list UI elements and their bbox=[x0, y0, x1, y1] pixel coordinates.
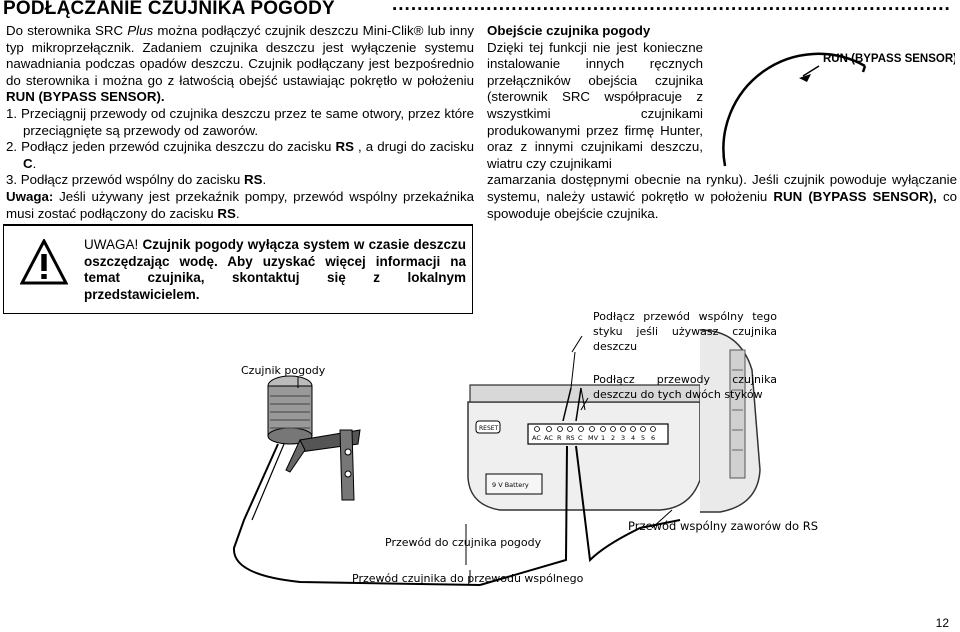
dial-label: RUN (BYPASS SENSOR) bbox=[823, 53, 955, 65]
svg-text:MV: MV bbox=[588, 434, 599, 442]
label-connect-two-pins: Podłącz przewody czujnika deszczu do tyc… bbox=[593, 373, 777, 401]
label-sensor: Czujnik pogody bbox=[241, 364, 326, 377]
label-common-rs: Przewód wspólny zaworów do RS bbox=[628, 519, 819, 533]
step-2: 2. Podłącz jeden przewód czujnika deszcz… bbox=[6, 139, 474, 171]
label-common-to-pin: Podłącz przewód wspólny tego styku jeśli… bbox=[593, 310, 777, 353]
dial-pointer-line bbox=[802, 65, 820, 77]
bypass-paragraph-wide: zamarzania dostępnymi obecnie na rynku).… bbox=[487, 172, 957, 221]
bypass-heading: Obejście czujnika pogody bbox=[487, 23, 651, 38]
svg-text:C: C bbox=[578, 434, 583, 442]
bypass-dial-illustration: RUN (BYPASS SENSOR) bbox=[722, 52, 955, 167]
bypass-paragraph-narrow: Dzięki tej funkcji nie jest konieczne in… bbox=[487, 39, 703, 171]
warning-icon bbox=[20, 239, 68, 285]
svg-text:6: 6 bbox=[651, 434, 655, 442]
svg-text:1: 1 bbox=[601, 434, 605, 442]
warning-box bbox=[3, 224, 473, 314]
label-sensor-wire: Przewód do czujnika pogody bbox=[385, 536, 542, 549]
svg-text:AC: AC bbox=[532, 434, 541, 442]
page-title: PODŁĄCZANIE CZUJNIKA POGODY bbox=[3, 0, 335, 19]
rain-sensor-illustration bbox=[267, 375, 361, 501]
step-1: 1. Przeciągnij przewody od czujnika desz… bbox=[6, 105, 474, 138]
svg-text:5: 5 bbox=[641, 434, 645, 442]
svg-text:RS: RS bbox=[566, 434, 575, 442]
svg-text:AC: AC bbox=[544, 434, 553, 442]
svg-text:9 V Battery: 9 V Battery bbox=[492, 481, 529, 489]
rs-lead bbox=[562, 387, 572, 422]
sensor-wire bbox=[232, 443, 481, 586]
svg-text:RESET: RESET bbox=[479, 425, 499, 432]
svg-text:2: 2 bbox=[611, 434, 615, 442]
title-leader-dots: ........................................… bbox=[392, 0, 952, 15]
step-3: 3. Podłącz przewód wspólny do zacisku RS… bbox=[6, 172, 267, 188]
dial-arc bbox=[722, 52, 866, 167]
sensor-lead-wire bbox=[575, 445, 681, 563]
warning-text: UWAGA! Czujnik pogody wyłącza system w c… bbox=[84, 237, 467, 302]
common-wire bbox=[479, 445, 568, 586]
dial-pointer-arrow bbox=[799, 74, 811, 82]
battery bbox=[485, 473, 543, 495]
svg-text:3: 3 bbox=[621, 434, 625, 442]
c-lead bbox=[575, 387, 582, 422]
reset-button bbox=[475, 420, 501, 434]
page-number: 12 bbox=[935, 616, 949, 630]
right-column: Obejście czujnika pogody Dzięki tej funk… bbox=[487, 23, 957, 222]
label-to-common: Przewód czujnika do przewodu wspólnego bbox=[352, 572, 584, 585]
note-paragraph: Uwaga: Jeśli używany jest przekaźnik pom… bbox=[6, 188, 474, 221]
intro-paragraph: Do sterownika SRC Plus można podłączyć c… bbox=[6, 23, 474, 105]
svg-text:R: R bbox=[557, 434, 562, 442]
left-column: Do sterownika SRC Plus można podłączyć c… bbox=[6, 23, 474, 222]
svg-text:4: 4 bbox=[631, 434, 635, 442]
